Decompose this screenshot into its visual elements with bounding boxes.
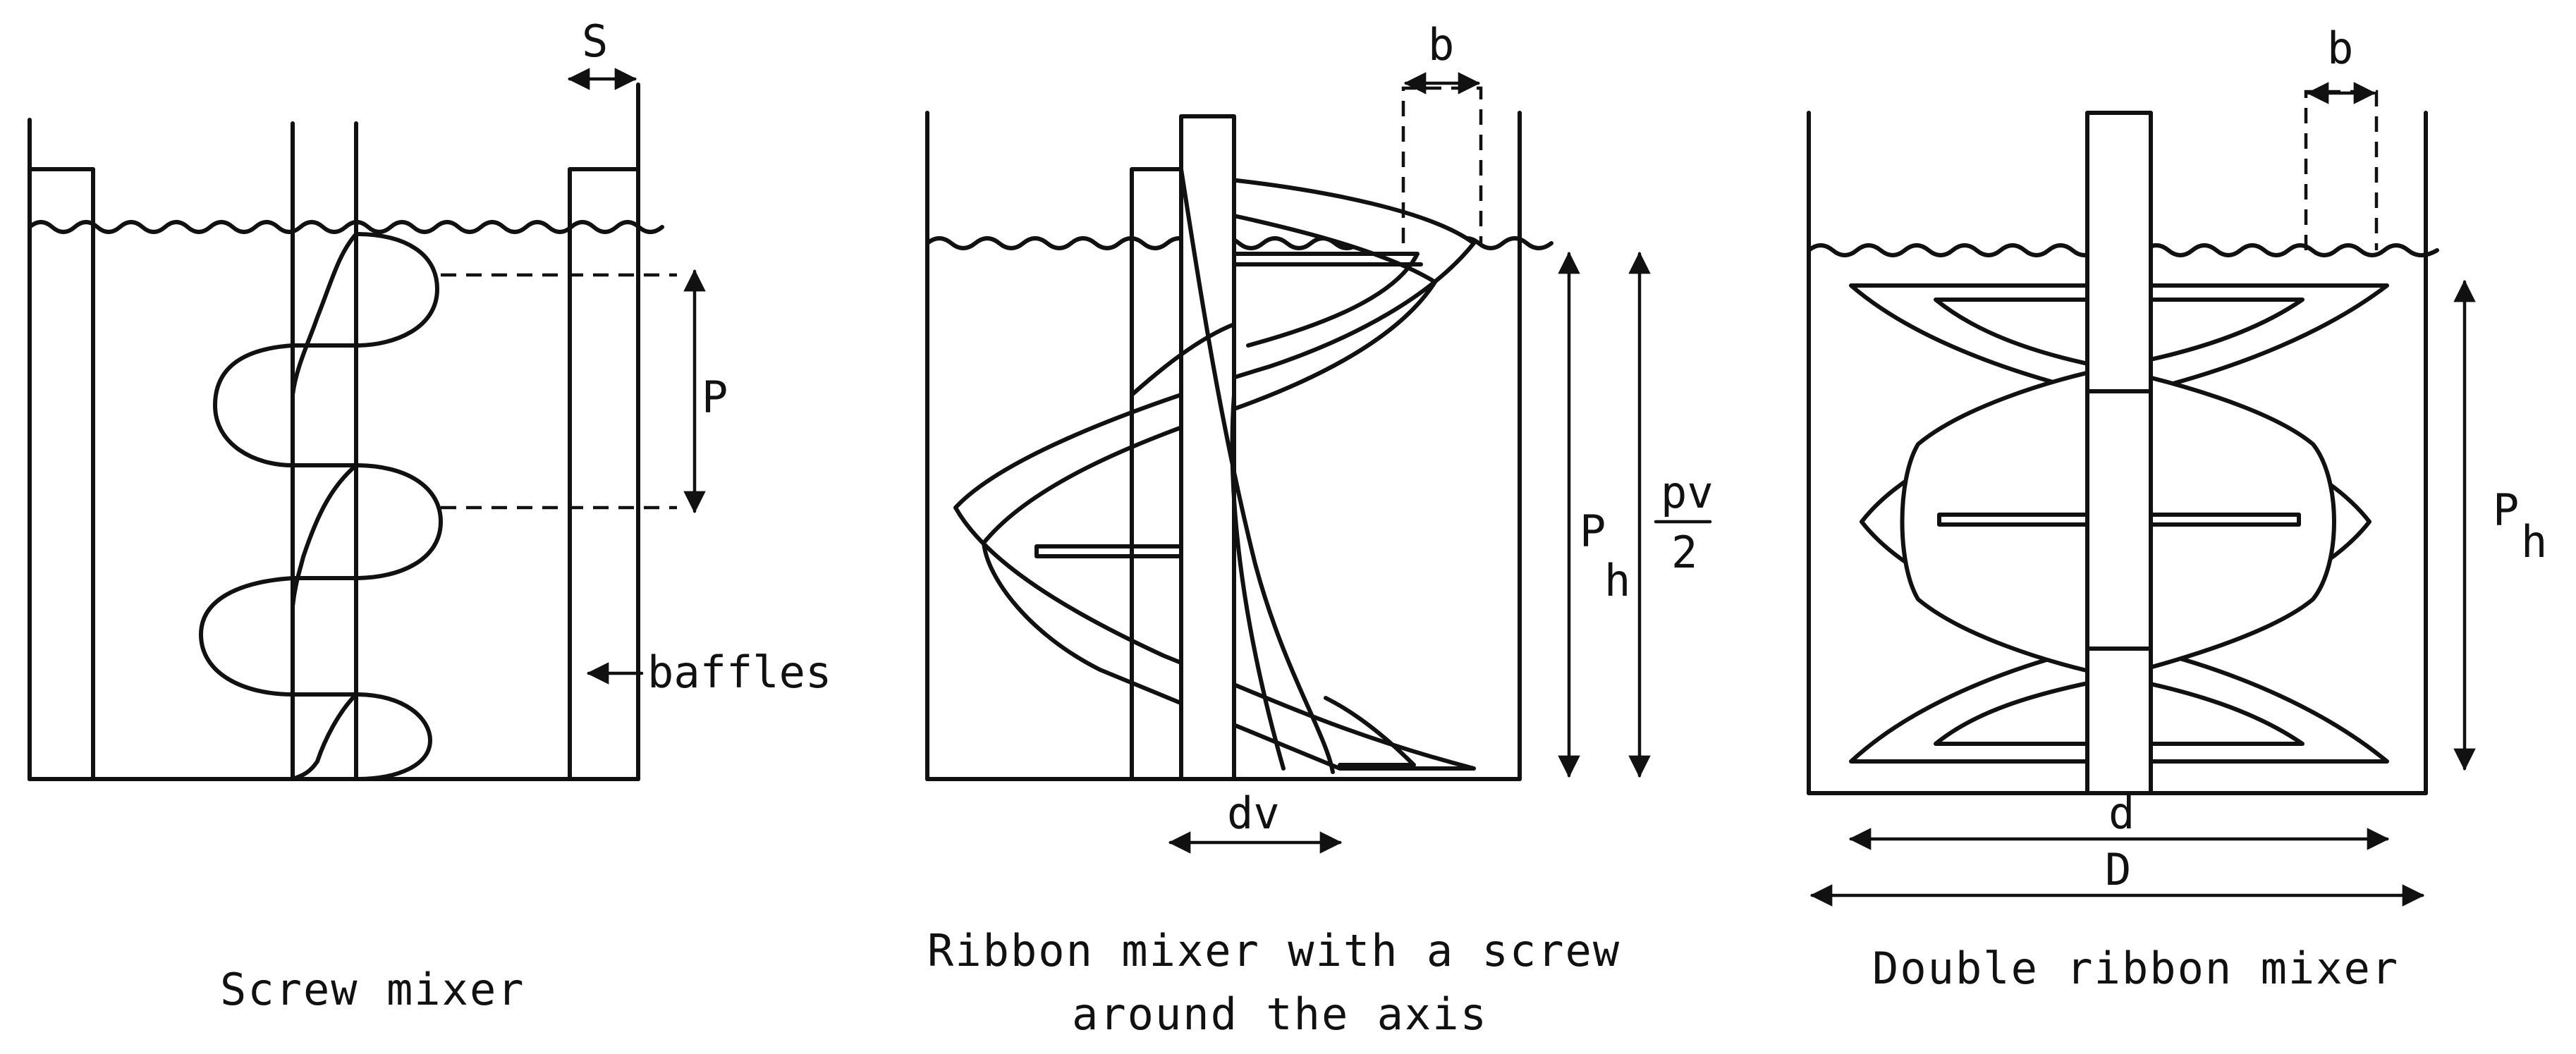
pitch-label: P (702, 372, 728, 423)
ribbon-pitch-subscript: h (1604, 555, 1630, 606)
screw-flights (199, 232, 443, 781)
tank-diameter-label: D (2105, 844, 2131, 895)
double-ribbon-caption: Double ribbon mixer (1872, 943, 2399, 994)
screw-pitch-denominator: 2 (1671, 527, 1697, 578)
ribbon-screw-caption-line2: around the axis (1072, 988, 1488, 1040)
ribbon-screw-mixer-panel: b P h pv 2 dv Ribbon mixer with a screw … (925, 19, 1714, 1040)
double-ribbon-pitch-label: P (2493, 484, 2519, 536)
ribbon-width-label: b (1428, 19, 1454, 71)
baffles-label: baffles (647, 647, 831, 698)
screw-mixer-panel: P S baffles Screw mixer (28, 16, 831, 1015)
liquid-surface (28, 220, 664, 234)
screw-mixer-caption: Screw mixer (220, 964, 525, 1015)
screw-pitch-numerator: pv (1661, 467, 1714, 518)
double-ribbon-shaft (2085, 111, 2153, 795)
double-ribbon-pitch-subscript: h (2521, 516, 2547, 568)
outer-ribbon (953, 178, 1476, 771)
double-ribbon-width-label: b (2327, 23, 2353, 74)
left-baffle (28, 167, 95, 781)
ribbon-screw-caption-line1: Ribbon mixer with a screw (927, 925, 1620, 976)
screw-diameter-label: dv (1227, 788, 1280, 839)
ribbon-pitch-label: P (1580, 505, 1606, 557)
baffle-gap-label: S (582, 16, 608, 67)
double-ribbon-mixer-panel: b P h d D Double ribbon mixer (1807, 23, 2547, 994)
right-baffle (568, 167, 640, 781)
impeller-diameter-label: d (2108, 788, 2135, 839)
